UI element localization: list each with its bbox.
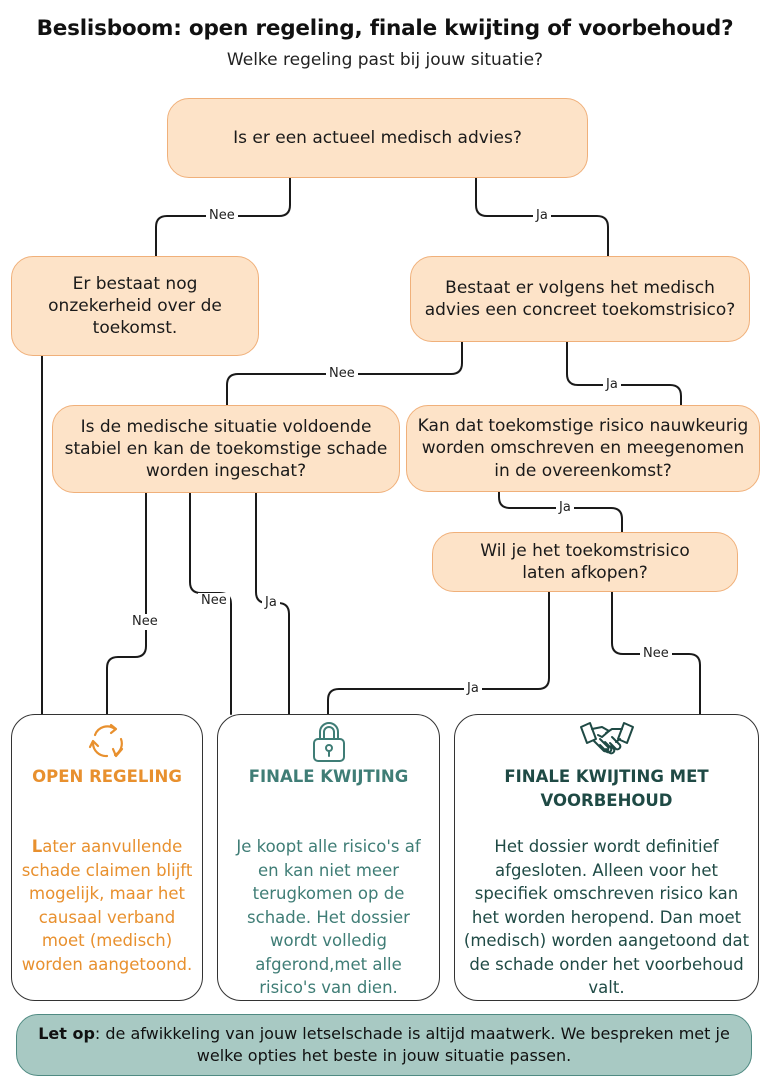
note-banner: Let op: de afwikkeling van jouw letselsc… bbox=[16, 1014, 752, 1076]
page-title: Beslisboom: open regeling, finale kwijti… bbox=[36, 16, 734, 41]
question-risk-described-text: Kan dat toekomstige risico nauwkeurig wo… bbox=[417, 416, 749, 481]
edge-label-q1-yes: Ja bbox=[533, 208, 551, 224]
question-medical-advice-text: Is er een actueel medisch advies? bbox=[233, 127, 522, 148]
outcome-finale-body: Je koopt alle risico's af en kan niet me… bbox=[236, 837, 421, 997]
node-uncertainty-text: Er bestaat nog onzekerheid over de toeko… bbox=[48, 273, 222, 339]
edge-q6-yes bbox=[327, 591, 550, 715]
outcome-voorbehoud-title: FINALE KWIJTING MET VOORBEHOUD bbox=[504, 767, 709, 810]
note-bold: Let op bbox=[38, 1024, 95, 1043]
edge-label-q6-no: Nee bbox=[640, 646, 672, 662]
outcome-finale-title: FINALE KWIJTING bbox=[248, 767, 409, 786]
question-stable-situation: Is de medische situatie voldoende stabie… bbox=[52, 405, 400, 493]
edge-label-q1-no: Nee bbox=[206, 208, 238, 224]
question-future-risk: Bestaat er volgens het medisch advies ee… bbox=[410, 256, 750, 342]
note-text: Let op: de afwikkeling van jouw letselsc… bbox=[31, 1023, 737, 1067]
question-stable-situation-text: Is de medische situatie voldoende stabie… bbox=[64, 416, 388, 482]
outcome-open-body: Later aanvullende schade claimen blijft … bbox=[20, 835, 194, 976]
outcome-open-title: OPEN REGELING bbox=[32, 767, 182, 786]
outcome-finale-kwijting: FINALE KWIJTING Je koopt alle risico's a… bbox=[217, 714, 440, 1001]
outcome-open-regeling: OPEN REGELING Later aanvullende schade c… bbox=[11, 714, 203, 1001]
edge-label-q4-no-b: Nee bbox=[198, 593, 230, 609]
handshake-icon bbox=[455, 719, 758, 765]
edge-label-q6-yes: Ja bbox=[464, 681, 482, 697]
question-medical-advice: Is er een actueel medisch advies? bbox=[167, 98, 588, 178]
outcome-open-body-first: L bbox=[31, 837, 43, 856]
edge-label-q4-yes: Ja bbox=[262, 595, 280, 611]
edge-label-q3-yes: Ja bbox=[603, 377, 621, 393]
question-future-risk-text: Bestaat er volgens het medisch advies ee… bbox=[424, 277, 736, 320]
edge-label-q4-no-a: Nee bbox=[129, 614, 161, 630]
padlock-icon bbox=[218, 719, 439, 765]
outcome-finale-kwijting-voorbehoud: FINALE KWIJTING MET VOORBEHOUD Het dossi… bbox=[454, 714, 759, 1001]
question-risk-described: Kan dat toekomstige risico nauwkeurig wo… bbox=[406, 405, 760, 492]
page-subtitle: Welke regeling past bij jouw situatie? bbox=[226, 50, 544, 70]
node-uncertainty: Er bestaat nog onzekerheid over de toeko… bbox=[11, 256, 259, 356]
question-buy-off-risk-text: Wil je het toekomstrisico laten afkopen? bbox=[480, 540, 690, 583]
cycle-arrows-icon bbox=[12, 719, 202, 763]
edge-label-q3-no: Nee bbox=[326, 366, 358, 382]
edge-q4-no-open bbox=[106, 492, 147, 715]
outcome-voorbehoud-body: Het dossier wordt definitief afgesloten.… bbox=[463, 837, 750, 997]
note-rest: : de afwikkeling van jouw letselschade i… bbox=[94, 1024, 730, 1065]
question-buy-off-risk: Wil je het toekomstrisico laten afkopen? bbox=[432, 532, 738, 592]
outcome-open-body-rest: ater aanvullende schade claimen blijft m… bbox=[21, 837, 193, 974]
edge-label-q5-yes: Ja bbox=[556, 500, 574, 516]
edge-q3-yes bbox=[566, 341, 682, 406]
